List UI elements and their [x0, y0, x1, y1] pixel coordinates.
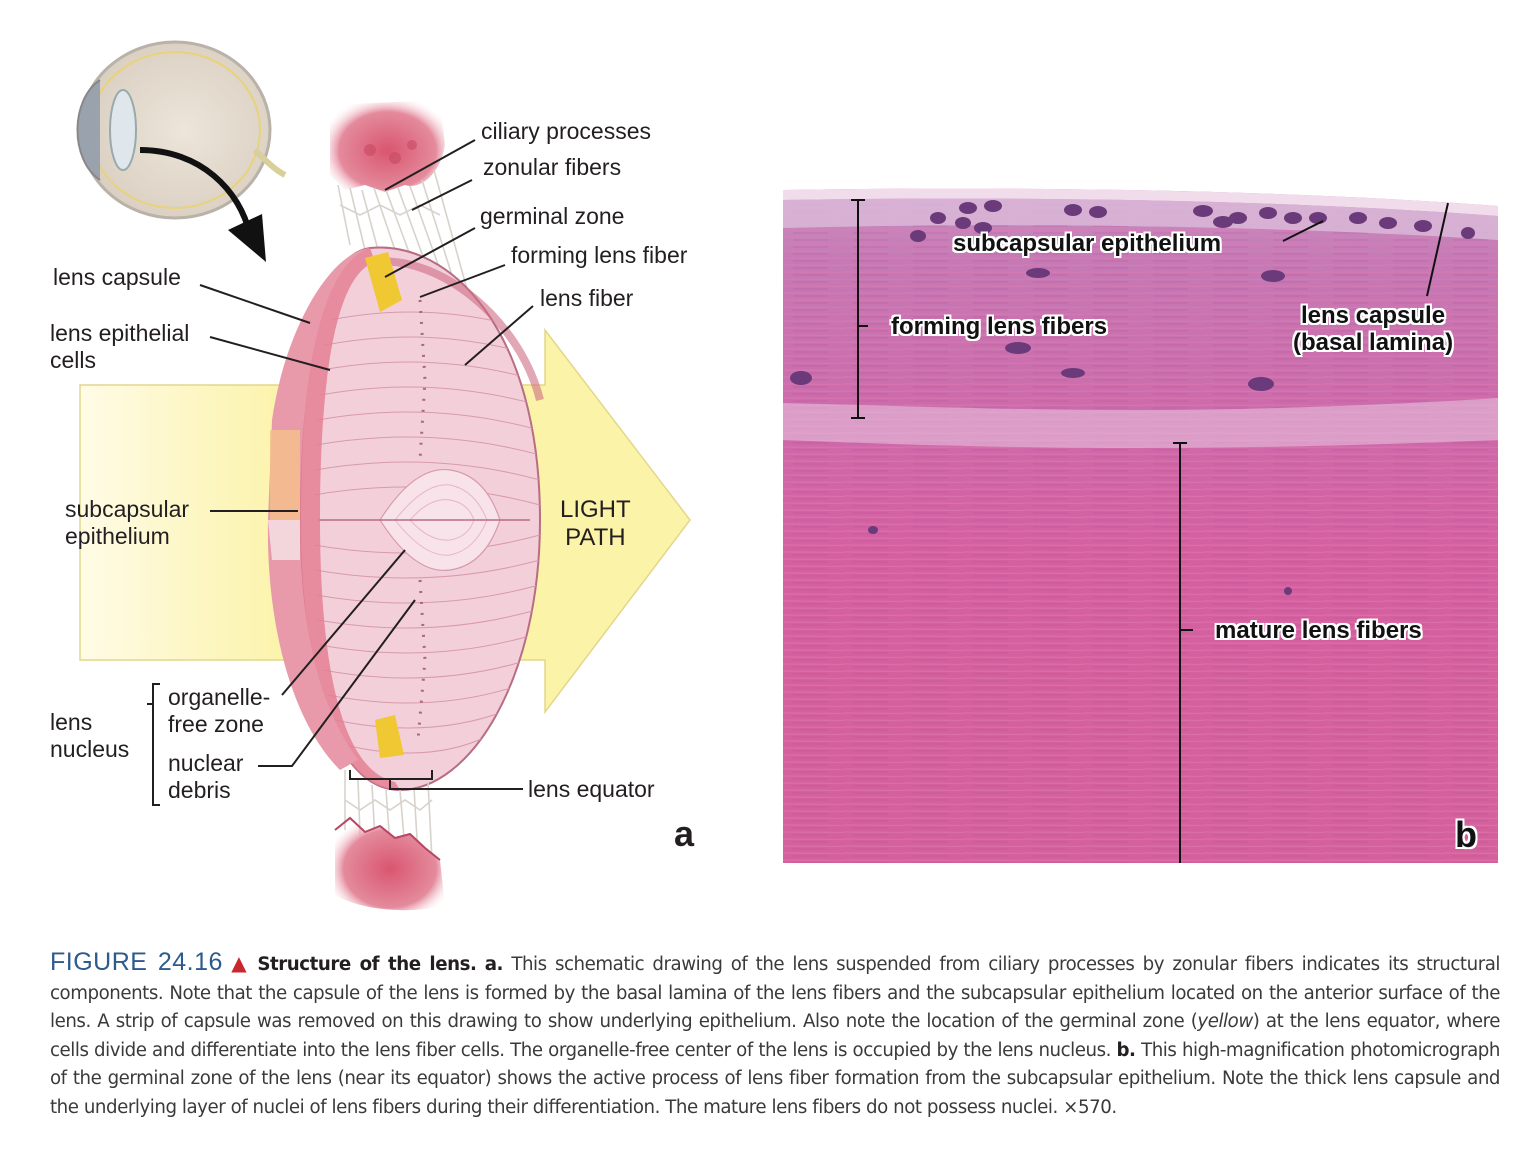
- zonular-fibers-top: [337, 169, 471, 301]
- label-line: organelle-: [168, 684, 271, 710]
- label-germinal-zone: germinal zone: [480, 203, 625, 229]
- label-line: subcapsular: [65, 496, 190, 522]
- label-lens-nucleus: lens nucleus: [50, 709, 129, 763]
- label-lens-equator: lens equator: [528, 776, 655, 802]
- curved-arrow-icon: [139, 147, 266, 262]
- label-line: LIGHT: [560, 496, 631, 523]
- label-mature-lens-fibers: mature lens fibers: [1215, 617, 1422, 644]
- label-line: lens epithelial: [50, 320, 190, 346]
- lens-capsule-shell: [267, 248, 544, 790]
- panel-letter-b: b: [1455, 814, 1477, 855]
- label-light-path: LIGHT PATH: [560, 496, 631, 552]
- leader-lines: [147, 139, 534, 806]
- panel-b-photomicrograph: subcapsular epithelium forming lens fibe…: [783, 178, 1498, 863]
- label-line: PATH: [565, 524, 626, 551]
- label-zonular-fibers: zonular fibers: [483, 154, 622, 180]
- lens-body: [298, 246, 542, 792]
- fiber-texture: [783, 178, 1498, 863]
- ciliary-process-bottom: [334, 816, 445, 911]
- caption-title: Structure of the lens.: [257, 954, 477, 975]
- caption-marker-b: b.: [1116, 1039, 1136, 1061]
- label-line: free zone: [168, 711, 264, 737]
- caption-text-a-cont: ) at the lens equator, where cells divid…: [50, 1011, 1500, 1061]
- caption-marker-a: a.: [484, 954, 504, 975]
- panel-a-schematic: ciliary processes zonular fibers germina…: [0, 0, 760, 930]
- germinal-zone-top: [365, 252, 402, 312]
- slide-edge: [783, 178, 1498, 206]
- label-lens-capsule: lens capsule: [53, 264, 181, 290]
- ciliary-process-top: [330, 100, 445, 192]
- label-line: lens: [50, 709, 93, 735]
- bracket-forming-lens-fibers: [851, 199, 868, 419]
- label-lens-capsule-basal-lamina: lens capsule (basal lamina): [1293, 302, 1453, 356]
- eyeball-icon: [76, 40, 287, 220]
- figure-number: FIGURE 24.16: [50, 948, 223, 976]
- label-ciliary-processes: ciliary processes: [481, 118, 651, 144]
- lens-schematic-drawing: [76, 40, 691, 911]
- label-line: nucleus: [50, 736, 130, 762]
- label-organelle-free-zone: organelle- free zone: [168, 684, 270, 738]
- label-line: (basal lamina): [1293, 329, 1454, 356]
- triangle-icon: ▲: [231, 951, 250, 975]
- label-lens-epithelial-cells: lens epithelial cells: [50, 320, 189, 374]
- pale-transition-band: [783, 398, 1498, 448]
- label-line: debris: [168, 777, 231, 803]
- bracket-mature-lens-fibers: [1173, 442, 1193, 863]
- label-line: epithelium: [65, 523, 170, 549]
- panel-letter-a: a: [674, 813, 695, 854]
- label-subcapsular-epithelium: subcapsular epithelium: [65, 496, 189, 550]
- caption-text-b: This high-magnification photomicrograph …: [50, 1039, 1500, 1118]
- label-lens-fiber: lens fiber: [540, 285, 634, 311]
- label-forming-lens-fiber: forming lens fiber: [511, 242, 688, 268]
- germinal-zone-bottom: [375, 715, 404, 758]
- label-line: cells: [50, 347, 97, 373]
- label-nuclear-debris: nuclear debris: [168, 750, 243, 804]
- micrograph-image: [783, 178, 1498, 863]
- leader-lines-b: [1282, 202, 1449, 297]
- caption-italic-yellow: yellow: [1197, 1011, 1253, 1033]
- lens-capsule-band: [783, 188, 1498, 216]
- label-line: nuclear: [168, 750, 244, 776]
- cell-nuclei: [790, 200, 1475, 595]
- label-forming-lens-fibers: forming lens fibers: [891, 313, 1108, 340]
- figure-caption: FIGURE 24.16 ▲ Structure of the lens. a.…: [50, 948, 1500, 1123]
- label-subcapsular-epithelium-b: subcapsular epithelium: [953, 230, 1222, 257]
- label-line: lens capsule: [1300, 302, 1446, 329]
- caption-text-a: This schematic drawing of the lens suspe…: [50, 954, 1501, 1033]
